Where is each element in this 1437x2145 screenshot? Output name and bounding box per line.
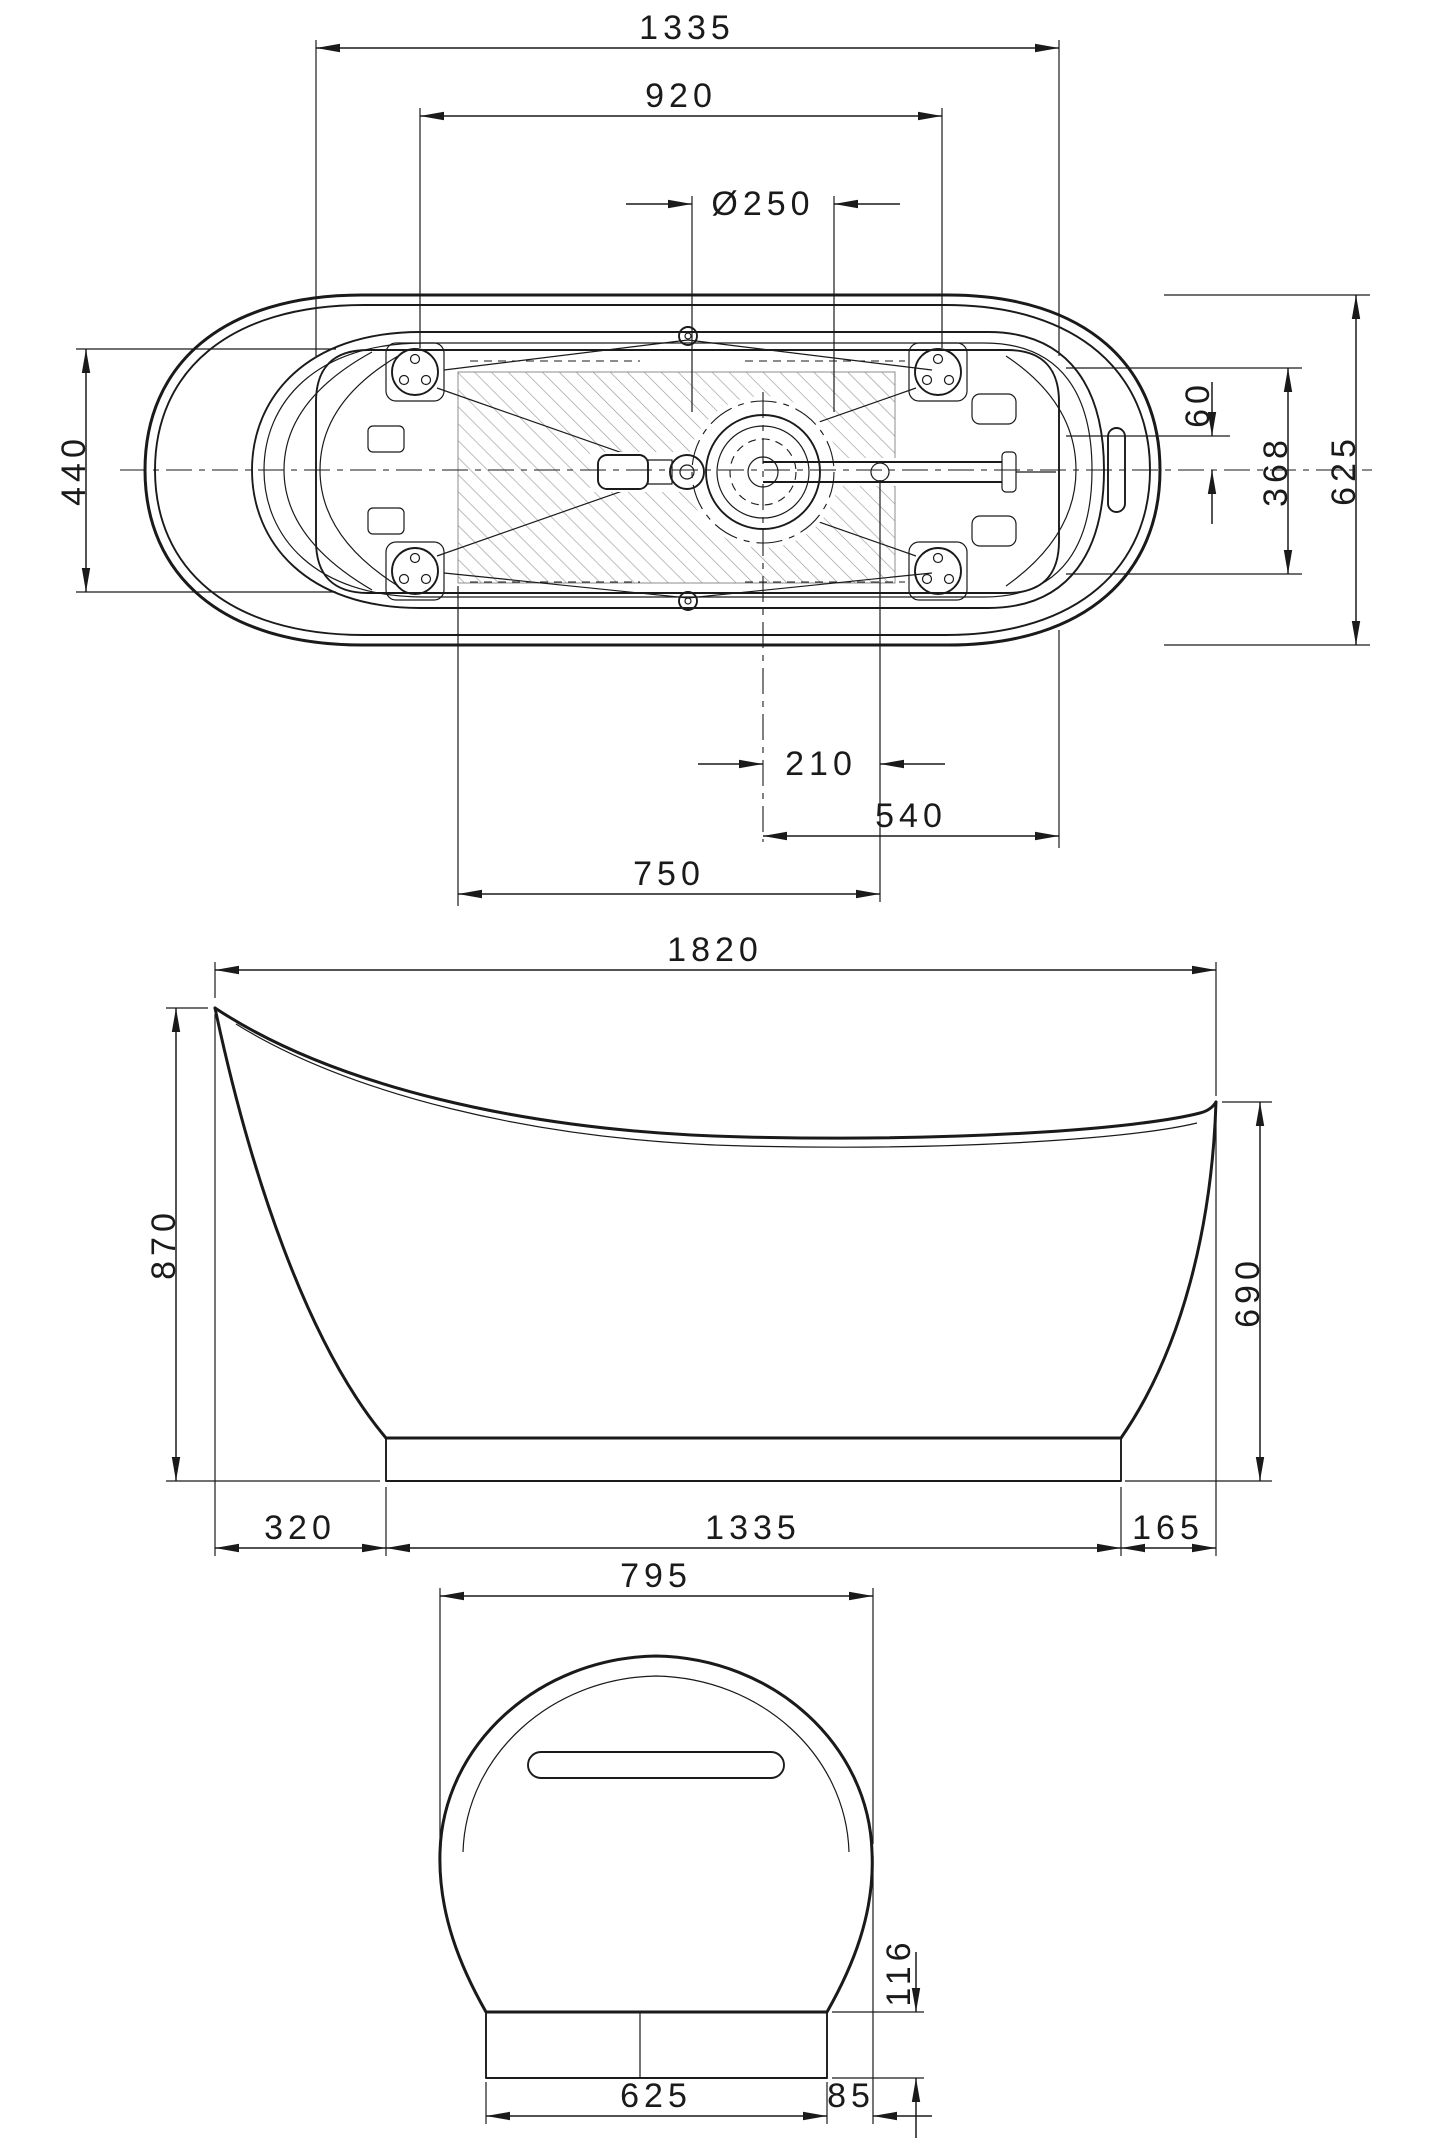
dim-rail-span: 920 xyxy=(419,77,943,348)
dim-inner-span: 368 xyxy=(1066,367,1302,575)
end-tub-body xyxy=(438,1654,874,2079)
end-rim-inner-arch xyxy=(462,1675,850,1853)
dim-label-750: 750 xyxy=(633,855,705,893)
plan-centerlines xyxy=(120,392,1372,842)
leg-foot-bottom-left xyxy=(385,541,445,601)
side-rim-inner-line xyxy=(235,1023,1198,1148)
leg-foot-bottom-right xyxy=(908,541,968,601)
dim-label-plinth-length: 1335 xyxy=(705,1509,801,1547)
side-plinth xyxy=(385,1438,1122,1482)
frame-mount-hole-bottom xyxy=(678,591,698,611)
dim-frame-width: 440 xyxy=(55,348,336,593)
dim-frame-length: 1335 xyxy=(315,9,1060,356)
frame-brace xyxy=(443,339,689,371)
dim-label-plinth-height: 116 xyxy=(880,1937,918,2006)
end-dimensions: 795 116 625 85 xyxy=(439,1557,932,2138)
dim-label-overall-length: 1820 xyxy=(667,931,763,969)
dim-label-540: 540 xyxy=(875,797,947,835)
dim-label-offset-60: 60 xyxy=(1179,380,1217,428)
side-tub-profile xyxy=(213,1006,1218,1482)
dim-label-back-overhang: 320 xyxy=(264,1509,336,1547)
frame-brace xyxy=(687,572,933,599)
dim-210: 210 xyxy=(698,480,945,902)
dim-label-rail-span: 920 xyxy=(645,77,717,115)
dim-label-frame-width: 440 xyxy=(55,434,93,506)
dim-plinth-height: 116 xyxy=(832,1937,924,2138)
dim-base-row: 625 85 xyxy=(485,1856,932,2124)
tub-outer-outline xyxy=(143,293,1162,647)
dim-label-210: 210 xyxy=(785,745,857,783)
dim-bottom-row: 320 1335 165 xyxy=(214,1014,1217,1556)
plan-view: 1335 920 Ø250 440 xyxy=(55,9,1372,906)
pipe-clamp-upper xyxy=(971,393,1017,425)
dim-750: 750 xyxy=(457,586,880,906)
dim-label-side-overhang: 85 xyxy=(827,2077,875,2115)
plan-dimensions: 1335 920 Ø250 440 xyxy=(55,9,1370,906)
pipe-clamp-lower xyxy=(971,515,1017,547)
mixer-template xyxy=(597,454,705,490)
side-back-edge xyxy=(213,1006,388,1440)
leg-foot-top-right xyxy=(908,342,968,402)
dim-overall-width: 625 xyxy=(1164,294,1370,646)
dim-overall-length: 1820 xyxy=(214,931,1217,1096)
dim-front-height: 690 xyxy=(1125,1101,1272,1482)
dim-540: 540 xyxy=(763,630,1060,848)
end-overflow-slot xyxy=(527,1751,785,1779)
end-outline xyxy=(438,1654,874,2014)
leg-foot-top-left xyxy=(385,342,445,402)
dim-label-front-overhang: 165 xyxy=(1132,1509,1204,1547)
side-dimensions: 1820 870 690 3 xyxy=(145,931,1272,1556)
dim-end-width: 795 xyxy=(439,1557,874,1844)
dim-drain-diameter: Ø250 xyxy=(626,185,900,412)
dim-label-overall-width: 625 xyxy=(1325,434,1363,506)
dim-label-inner-span: 368 xyxy=(1257,435,1295,507)
headrest-bracket-lower xyxy=(367,507,405,535)
dim-label-frame-length: 1335 xyxy=(639,9,735,47)
dim-label-plinth-width: 625 xyxy=(620,2077,692,2115)
frame-brace xyxy=(443,572,689,599)
frame-brace xyxy=(687,339,933,371)
dim-label-back-height: 870 xyxy=(145,1208,183,1280)
frame-mount-hole-top-center xyxy=(684,332,692,340)
side-front-edge xyxy=(1119,1100,1218,1440)
headrest-bracket-upper xyxy=(367,425,405,453)
carrier-frame-outline xyxy=(315,349,1060,594)
end-view: 795 116 625 85 xyxy=(438,1557,932,2138)
dim-label-end-width: 795 xyxy=(620,1557,692,1595)
dim-offset-60: 60 xyxy=(1066,380,1230,524)
waste-pipe-flange xyxy=(1001,451,1017,493)
frame-mount-hole-top xyxy=(678,326,698,346)
dim-label-front-height: 690 xyxy=(1229,1256,1267,1328)
dim-back-height: 870 xyxy=(145,1007,380,1482)
end-plinth xyxy=(485,2012,828,2079)
side-top-edge xyxy=(213,1006,1218,1140)
dim-label-drain-diameter: Ø250 xyxy=(711,185,814,223)
side-view: 1820 870 690 3 xyxy=(145,931,1272,1556)
frame-mount-hole-bottom-center xyxy=(684,597,692,605)
